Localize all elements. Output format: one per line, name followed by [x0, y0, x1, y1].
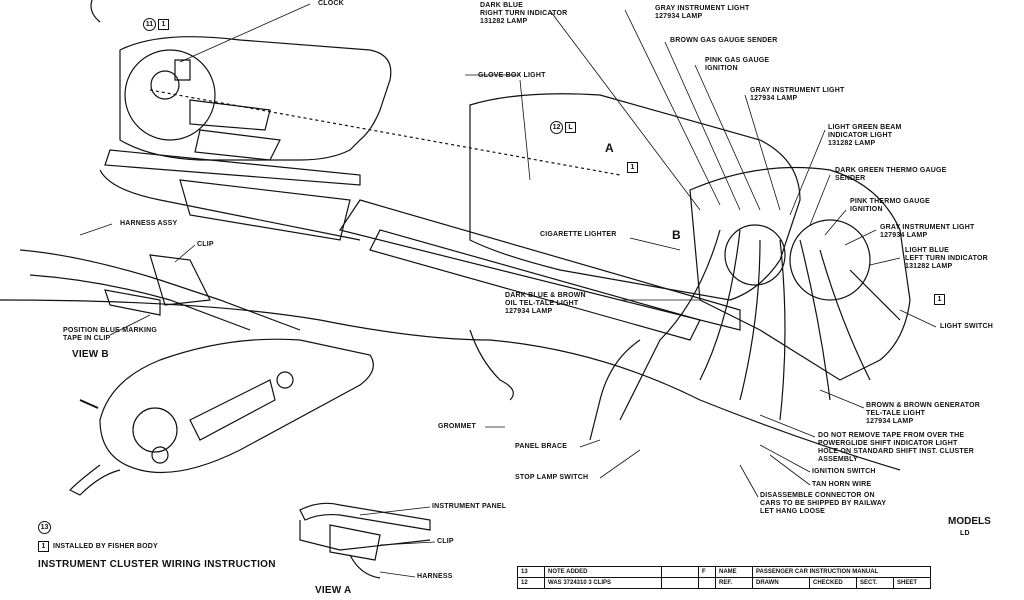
callout-13: 13	[38, 521, 51, 534]
harness-line	[149, 89, 621, 176]
label-cigarette-lighter: CIGARETTE LIGHTER	[540, 231, 617, 238]
view-a-panel	[299, 502, 431, 531]
label-brown-gas: BROWN GAS GAUGE SENDER	[670, 37, 778, 44]
label-gray-light-1: GRAY INSTRUMENT LIGHT 127934 LAMP	[655, 5, 750, 20]
label-pink-gas: PINK GAS GAUGE IGNITION	[705, 57, 770, 72]
label-gray-light-3: GRAY INSTRUMENT LIGHT 127934 LAMP	[880, 224, 975, 239]
label-tape-note: DO NOT REMOVE TAPE FROM OVER THE POWERGL…	[818, 432, 975, 463]
tb-checked: CHECKED	[809, 577, 857, 589]
title-block: 13 NOTE ADDED F NAME PASSENGER CAR INSTR…	[517, 566, 931, 589]
clock-outline	[124, 49, 216, 141]
dash-panel-left	[119, 36, 392, 161]
dash-rail-left	[104, 149, 361, 186]
tb-row12-num: 12	[517, 577, 545, 589]
label-clip-b: CLIP	[197, 241, 214, 248]
label-light-switch: LIGHT SWITCH	[940, 323, 993, 330]
arc-topleft	[90, 0, 101, 23]
label-clock: CLOCK	[318, 0, 344, 7]
letter-a: A	[605, 141, 614, 155]
clip-view-b	[149, 254, 211, 306]
tb-sect: SECT.	[856, 577, 894, 589]
diagram-title: INSTRUMENT CLUSTER WIRING INSTRUCTION	[38, 559, 276, 570]
label-ignition-switch: IGNITION SWITCH	[812, 468, 876, 475]
label-light-green: LIGHT GREEN BEAM INDICATOR LIGHT 131282 …	[828, 124, 902, 147]
tb-drawn: DRAWN	[752, 577, 810, 589]
label-position-tape: POSITION BLUE MARKING TAPE IN CLIP	[63, 327, 158, 342]
cluster-housing	[689, 166, 911, 381]
gauge-left	[724, 224, 786, 286]
tb-sheet: SHEET	[893, 577, 931, 589]
tb-row13-text: NOTE ADDED	[544, 566, 662, 578]
label-dark-blue-right-turn: DARK BLUE RIGHT TURN INDICATOR 131282 LA…	[480, 2, 568, 25]
label-tan-horn: TAN HORN WIRE	[812, 481, 872, 488]
label-pink-thermo: PINK THERMO GAUGE IGNITION	[850, 198, 931, 213]
callout-box1-a: 1	[625, 162, 638, 173]
label-gray-light-2: GRAY INSTRUMENT LIGHT 127934 LAMP	[750, 87, 845, 102]
tb-row12-text: WAS 3724310 3 CLIPS	[544, 577, 662, 589]
tb-name-label: NAME	[715, 566, 753, 578]
label-instrument-panel: INSTRUMENT PANEL	[432, 503, 507, 510]
label-disassemble: DISASSEMBLE CONNECTOR ON CARS TO BE SHIP…	[760, 492, 887, 515]
body-line	[0, 299, 901, 471]
label-view-b: VIEW B	[72, 349, 109, 360]
tb-ref: REF.	[715, 577, 753, 589]
callout-box1-right: 1	[932, 294, 945, 305]
label-harness-a: HARNESS	[417, 573, 453, 580]
label-dark-green: DARK GREEN THERMO GAUGE SENDER	[835, 167, 947, 182]
label-panel-brace: PANEL BRACE	[515, 443, 568, 450]
tb-row13-num: 13	[517, 566, 545, 578]
tb-col-f: F	[698, 566, 716, 578]
tb-name-value: PASSENGER CAR INSTRUCTION MANUAL	[752, 566, 931, 578]
gauge-right	[789, 219, 871, 301]
clock-face	[150, 70, 180, 100]
letter-b: B	[672, 228, 681, 242]
label-grommet: GROMMET	[438, 423, 476, 430]
label-clip-a: CLIP	[437, 538, 454, 545]
legend-box: 1	[38, 541, 49, 552]
label-dark-blue-oil: DARK BLUE & BROWN OIL TEL-TALE LIGHT 127…	[505, 292, 586, 315]
models-label: MODELS	[948, 516, 991, 527]
label-stop-lamp: STOP LAMP SWITCH	[515, 474, 589, 481]
label-harness-assy: HARNESS ASSY	[120, 220, 178, 227]
label-light-blue: LIGHT BLUE LEFT TURN INDICATOR 131282 LA…	[905, 247, 988, 270]
label-brown-generator: BROWN & BROWN GENERATOR TEL-TALE LIGHT 1…	[866, 402, 981, 425]
dash-rail-right	[339, 199, 741, 331]
cluster-view	[99, 338, 374, 474]
dash-panel-right	[469, 93, 801, 301]
panel-face-left	[179, 179, 351, 241]
models-sub: LD	[960, 530, 970, 537]
label-view-a: VIEW A	[315, 585, 352, 596]
label-glove-box: GLOVE BOX LIGHT	[478, 72, 546, 79]
